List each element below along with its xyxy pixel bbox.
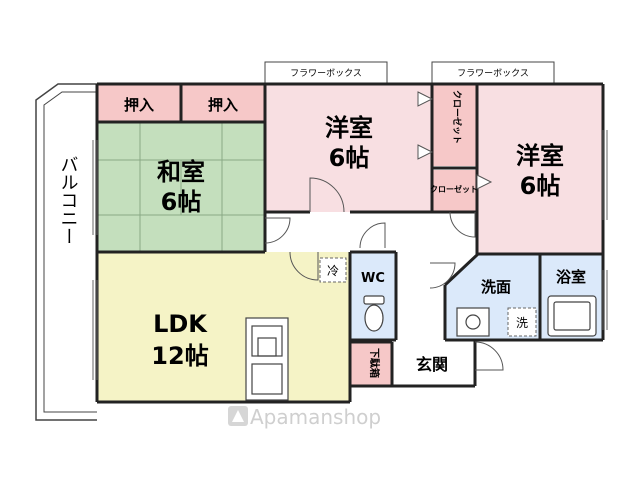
windows bbox=[92, 130, 608, 380]
washitsu bbox=[97, 122, 265, 252]
bathtub-icon bbox=[547, 295, 597, 337]
closet-markers bbox=[417, 91, 493, 190]
flower-box-1-label: フラワーボックス bbox=[290, 68, 362, 79]
apamanshop-watermark: Apamanshop bbox=[228, 405, 381, 429]
oshiire-1 bbox=[97, 84, 181, 122]
yoshitsu-2 bbox=[477, 84, 603, 254]
toilet-icon bbox=[363, 295, 385, 332]
washer-label: 洗 bbox=[516, 316, 528, 330]
flower-box-1: フラワーボックス bbox=[264, 61, 388, 85]
yoshitsu-1-size: 6帖 bbox=[329, 144, 370, 172]
closet-1 bbox=[432, 84, 477, 166]
closet-2-label: クローゼット bbox=[430, 184, 478, 194]
washbasin-icon bbox=[456, 307, 490, 337]
yokushitsu-label: 浴室 bbox=[556, 268, 586, 286]
kitchen-counter bbox=[245, 317, 289, 401]
wc-label: WC bbox=[361, 271, 385, 286]
yoshitsu-2-name: 洋室 bbox=[516, 142, 564, 170]
yoshitsu-2-size: 6帖 bbox=[520, 172, 561, 200]
senmen-label: 洗面 bbox=[481, 278, 511, 296]
watermark-text: Apamanshop bbox=[250, 405, 381, 429]
getabako bbox=[350, 342, 392, 386]
oshiire-2-label: 押入 bbox=[208, 96, 238, 114]
oshiire-2 bbox=[181, 84, 265, 122]
refrigerator-space: 冷 bbox=[319, 257, 347, 283]
getabako-label: 下駄箱 bbox=[368, 348, 381, 378]
yoshitsu-1 bbox=[265, 84, 432, 212]
balcony-label: バルコニー bbox=[58, 155, 79, 245]
ldk-name: LDK bbox=[153, 310, 208, 338]
flower-box-2-label: フラワーボックス bbox=[457, 68, 529, 79]
genkan-label: 玄関 bbox=[416, 355, 448, 374]
closet-1-label: クローゼット bbox=[451, 90, 463, 144]
door-swings bbox=[264, 177, 504, 371]
walls bbox=[95, 82, 605, 404]
balcony: バルコニー bbox=[35, 83, 97, 421]
flower-box-2: フラワーボックス bbox=[431, 61, 555, 85]
ldk bbox=[97, 252, 350, 402]
ldk-size: 12帖 bbox=[151, 342, 208, 370]
washitsu-size: 6帖 bbox=[161, 188, 202, 216]
refrigerator-label: 冷 bbox=[327, 264, 339, 278]
closet-2 bbox=[432, 170, 477, 212]
oshiire-1-label: 押入 bbox=[124, 96, 154, 114]
washer-space: 洗 bbox=[507, 307, 537, 337]
yoshitsu-1-name: 洋室 bbox=[325, 114, 373, 142]
washitsu-name: 和室 bbox=[157, 158, 205, 186]
